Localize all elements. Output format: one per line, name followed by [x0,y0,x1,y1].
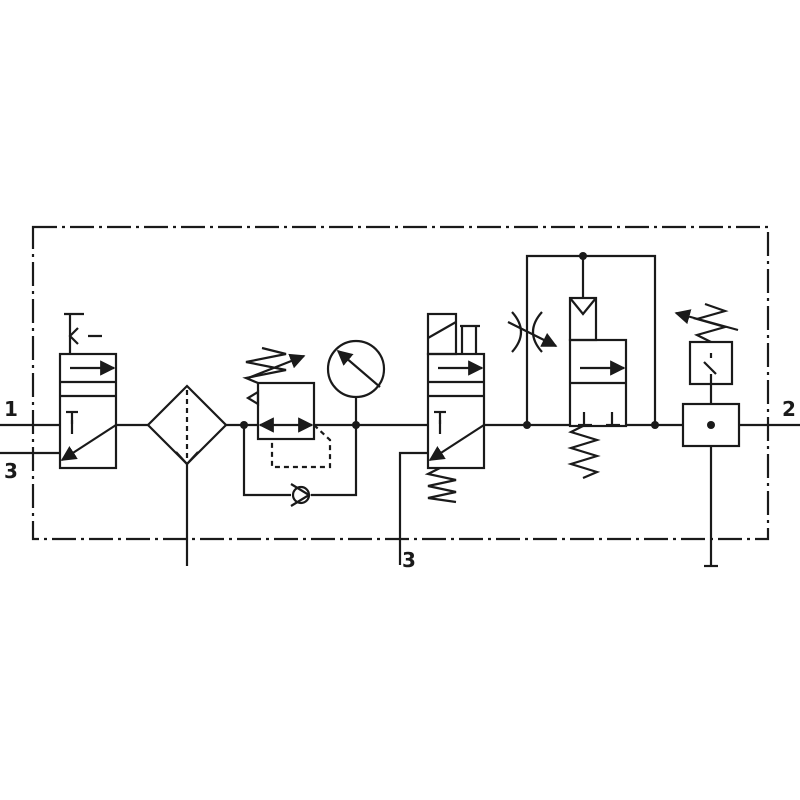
solenoid-valve [398,312,486,565]
port-label-exhaust-bottom: 3 [402,548,416,572]
switch-contact-icon [703,353,717,384]
lever-actuator-icon [64,312,102,354]
adjustable-throttle-icon [507,311,558,353]
solenoid-coil-icon [426,312,458,356]
port-label-outlet: 2 [782,397,796,421]
soft-start-valve [507,254,657,480]
return-spring-icon [567,425,601,480]
check-valve-icon [290,483,312,507]
return-spring-icon [424,467,457,504]
pressure-regulator [242,346,332,469]
bypass-line [242,425,358,497]
port-label-inlet: 1 [4,397,18,421]
filter-regulator [146,384,228,566]
port-label-exhaust-left: 3 [4,459,18,483]
filter-diamond-icon [146,384,228,466]
pressure-gauge-icon [326,339,386,425]
adjustable-spring-icon [242,346,287,385]
manual-override-icon [460,324,480,354]
manual-shutoff-valve [58,312,118,470]
exhaust-line-bottom [398,451,428,565]
pressure-switch [674,302,741,568]
